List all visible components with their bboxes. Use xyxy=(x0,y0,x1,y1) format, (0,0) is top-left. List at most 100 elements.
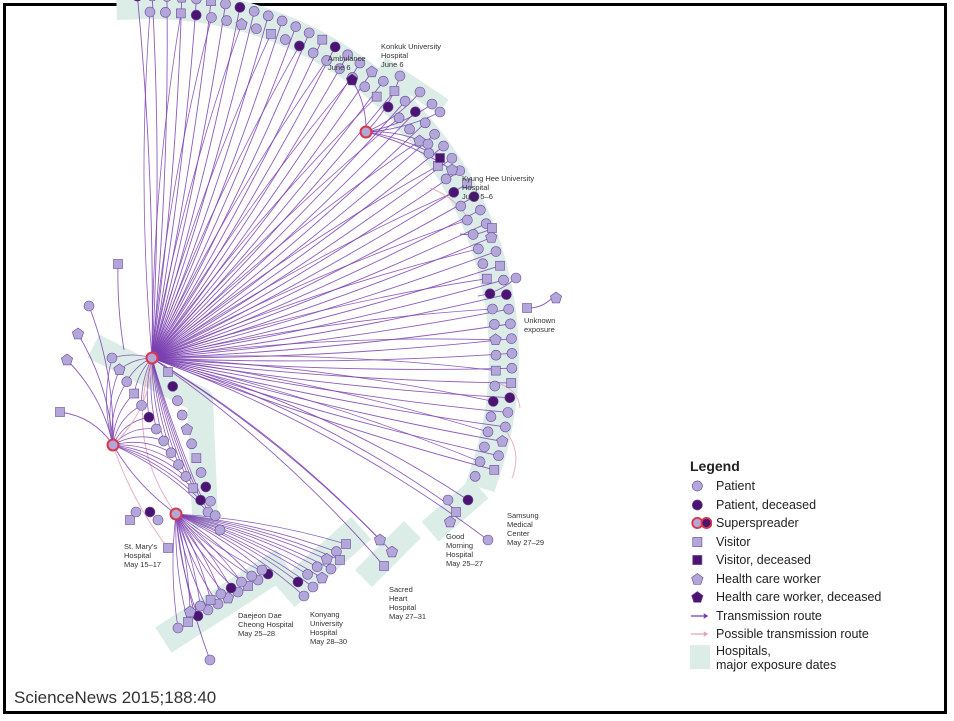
transmission-route xyxy=(175,513,347,545)
transmission-route xyxy=(151,279,504,359)
label-daejeon: Daejeon Dae Cheong Hospital May 25–28 xyxy=(238,611,296,638)
visitor-node xyxy=(335,555,345,565)
transmission-route xyxy=(112,393,135,446)
legend-item: Visitor, deceased xyxy=(690,551,920,570)
transmission-route xyxy=(151,45,300,359)
transmission-route xyxy=(151,46,336,359)
patient-node xyxy=(236,576,247,588)
transmission-route xyxy=(151,1,212,359)
visitor-node xyxy=(481,273,492,284)
visitor-node xyxy=(435,153,445,163)
transmission-route xyxy=(175,513,341,561)
legend-label: Health care worker xyxy=(716,571,821,586)
health-worker-node xyxy=(365,65,378,78)
health-worker-node xyxy=(443,515,457,528)
transmission-route xyxy=(151,145,444,359)
patient-node xyxy=(505,318,516,330)
patient-node xyxy=(158,435,169,447)
patient-node xyxy=(419,117,431,129)
visitor-node xyxy=(266,29,276,39)
arrow-icon xyxy=(690,626,712,642)
visitor-node xyxy=(451,507,461,517)
possible-transmission-route xyxy=(504,429,517,479)
health-worker-node xyxy=(180,423,193,435)
patient-node xyxy=(204,654,216,666)
health-worker-node xyxy=(60,353,74,366)
health-worker-node xyxy=(413,134,426,147)
visitor-node xyxy=(489,465,500,475)
transmission-route xyxy=(151,77,353,359)
transmission-route xyxy=(175,513,211,661)
pentagon-icon xyxy=(690,589,712,605)
health-worker-node xyxy=(71,327,85,340)
transmission-route xyxy=(151,157,453,359)
transmission-route xyxy=(151,357,489,433)
patient-node xyxy=(176,409,188,421)
legend-item: Superspreader xyxy=(690,514,920,533)
patient-node xyxy=(280,34,291,45)
transmission-route xyxy=(151,3,226,359)
square-icon xyxy=(690,552,712,568)
patient-node xyxy=(298,590,310,602)
circle-icon xyxy=(690,478,712,494)
patient-node xyxy=(485,411,497,422)
legend-item: Patient, deceased xyxy=(690,496,920,515)
patient-node xyxy=(404,123,415,135)
superspreader-samsung xyxy=(145,351,159,365)
patient-node xyxy=(475,204,486,216)
transmission-route xyxy=(175,513,318,568)
legend-item: Transmission route xyxy=(690,607,920,626)
patient-node xyxy=(209,510,221,521)
patient-node xyxy=(493,450,504,462)
deceased-patient-node xyxy=(504,392,516,404)
patient-node xyxy=(506,348,518,359)
superspreader-icon xyxy=(690,515,712,531)
visitor-node xyxy=(495,260,505,271)
transmission-route xyxy=(175,513,242,583)
patient-node xyxy=(173,459,184,470)
possible-transmission-route xyxy=(112,444,169,549)
deceased-patient-node xyxy=(448,187,460,198)
transmission-route xyxy=(151,355,496,371)
patient-node xyxy=(482,426,494,438)
health-worker-node xyxy=(315,571,329,584)
transmission-route xyxy=(175,513,314,588)
patient-node xyxy=(221,15,232,26)
arrow-icon xyxy=(690,608,712,624)
patient-node xyxy=(500,421,511,433)
citation: ScienceNews 2015;188:40 xyxy=(14,688,217,707)
transmission-route xyxy=(151,357,489,541)
transmission-route xyxy=(151,0,197,359)
patient-node xyxy=(248,6,260,17)
square-icon xyxy=(690,534,712,550)
visitor-node xyxy=(129,388,139,399)
transmission-route xyxy=(151,357,512,384)
hospital-bands xyxy=(87,0,519,653)
legend-item: Visitor xyxy=(690,533,920,552)
transmission-route xyxy=(112,444,177,515)
patient-node xyxy=(469,471,481,482)
patient-node xyxy=(393,112,405,124)
patient-node xyxy=(414,86,426,98)
deceased-patient-node xyxy=(484,288,496,300)
patient-node xyxy=(426,98,438,110)
patient-node xyxy=(325,563,337,575)
visitor-node xyxy=(490,365,501,376)
hospital-icon xyxy=(690,644,712,672)
transmission-route xyxy=(175,513,191,613)
patient-node xyxy=(163,0,171,2)
visitor-node xyxy=(113,259,123,269)
health-worker-node xyxy=(485,231,498,243)
patient-node xyxy=(446,152,458,164)
transmission-route xyxy=(112,444,194,489)
transmission-route xyxy=(109,369,120,446)
health-worker-node xyxy=(183,605,197,618)
transmission-route xyxy=(151,60,327,359)
patient-node xyxy=(206,12,217,23)
transmission-route xyxy=(151,0,158,359)
transmission-route xyxy=(151,209,481,359)
transmission-route xyxy=(112,444,187,477)
patient-node xyxy=(220,0,231,10)
patient-node xyxy=(214,524,226,536)
